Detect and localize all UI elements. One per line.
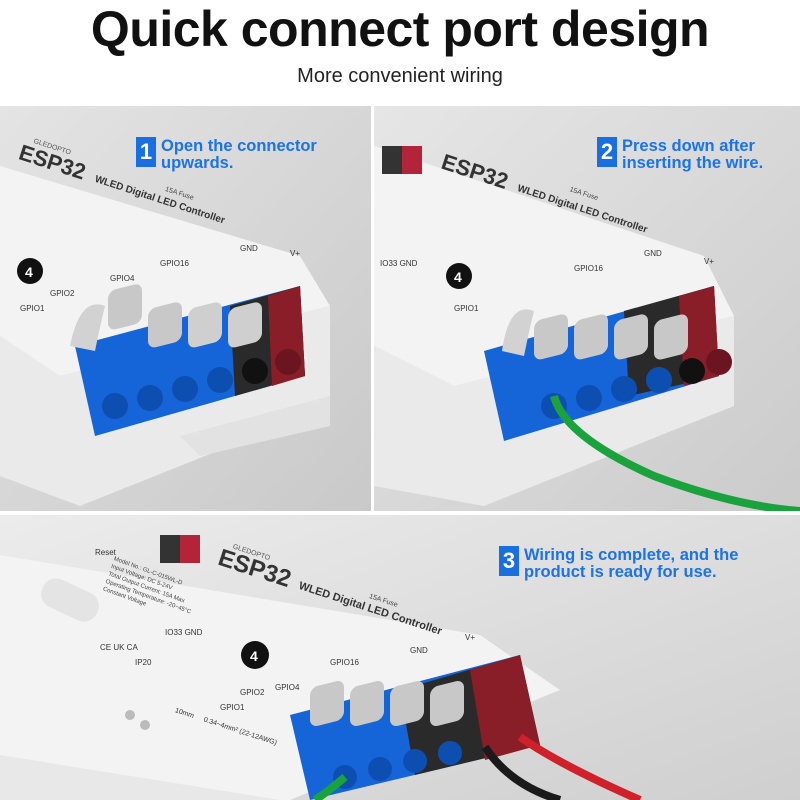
svg-text:IO33 GND: IO33 GND xyxy=(380,259,418,268)
step-number: 1 xyxy=(136,137,156,167)
grey-levers xyxy=(310,680,464,727)
svg-text:GPIO16: GPIO16 xyxy=(574,264,603,273)
page-title: Quick connect port design xyxy=(90,1,710,57)
svg-text:GPIO4: GPIO4 xyxy=(275,683,300,692)
outputs-badge xyxy=(241,641,269,669)
green-wire xyxy=(312,773,348,800)
photo-panel-insert-wire: ESP32 WLED Digital LED Controller 15A Fu… xyxy=(374,106,800,511)
step-text: Wiring is complete, and the product is r… xyxy=(524,546,739,581)
svg-text:GPIO1: GPIO1 xyxy=(454,304,479,313)
svg-text:IP20: IP20 xyxy=(135,658,152,667)
gpio1-label: GPIO1 xyxy=(20,304,45,313)
grey-levers xyxy=(534,314,688,360)
svg-text:GPIO1: GPIO1 xyxy=(220,703,245,712)
black-wire xyxy=(481,744,562,800)
svg-text:GPIO2: GPIO2 xyxy=(240,688,265,697)
outputs-badge xyxy=(17,258,43,284)
svg-text:GND: GND xyxy=(410,646,428,655)
grey-levers xyxy=(108,284,262,348)
reset-label: Reset xyxy=(95,548,117,557)
photo-panel-open-connector: ESP32 WLED Digital LED Controller GLEDOP… xyxy=(0,106,371,511)
gpio16-label: GPIO16 xyxy=(160,259,189,268)
raised-lever xyxy=(70,304,105,351)
step-text: Press down after inserting the wire. xyxy=(622,137,764,172)
gpio4-label: GPIO4 xyxy=(110,274,135,283)
svg-text:V+: V+ xyxy=(704,257,714,266)
step-callout-2: 2 Press down after inserting the wire. xyxy=(597,137,763,172)
svg-text:IO33 GND: IO33 GND xyxy=(165,628,203,637)
reset-button-slot xyxy=(41,578,99,622)
svg-text:4: 4 xyxy=(250,648,258,664)
gnd-label: GND xyxy=(240,244,258,253)
photo-panel-wiring-complete: ESP32 WLED Digital LED Controller GLEDOP… xyxy=(0,515,800,800)
step-number: 2 xyxy=(597,137,617,167)
page-subtitle: More convenient wiring xyxy=(297,65,503,87)
controller-photo-1: ESP32 WLED Digital LED Controller GLEDOP… xyxy=(0,106,371,511)
step-callout-3: 3 Wiring is complete, and the product is… xyxy=(499,546,738,581)
controller-photo-3: ESP32 WLED Digital LED Controller GLEDOP… xyxy=(0,515,800,800)
gpio2-label: GPIO2 xyxy=(50,289,75,298)
controller-photo-2: ESP32 WLED Digital LED Controller 15A Fu… xyxy=(374,106,800,511)
red-wire xyxy=(517,733,642,800)
svg-text:GPIO16: GPIO16 xyxy=(330,658,359,667)
svg-text:V+: V+ xyxy=(465,633,475,642)
svg-text:GND: GND xyxy=(644,249,662,258)
vplus-label: V+ xyxy=(290,249,300,258)
svg-text:4: 4 xyxy=(25,264,33,280)
cert-marks: CE UK CA xyxy=(100,643,138,652)
step-number: 3 xyxy=(499,546,519,576)
step-text: Open the connector upwards. xyxy=(161,137,317,172)
svg-text:4: 4 xyxy=(454,269,462,285)
green-wire xyxy=(550,394,800,511)
step-callout-1: 1 Open the connector upwards. xyxy=(136,137,317,172)
outputs-badge xyxy=(446,263,472,289)
